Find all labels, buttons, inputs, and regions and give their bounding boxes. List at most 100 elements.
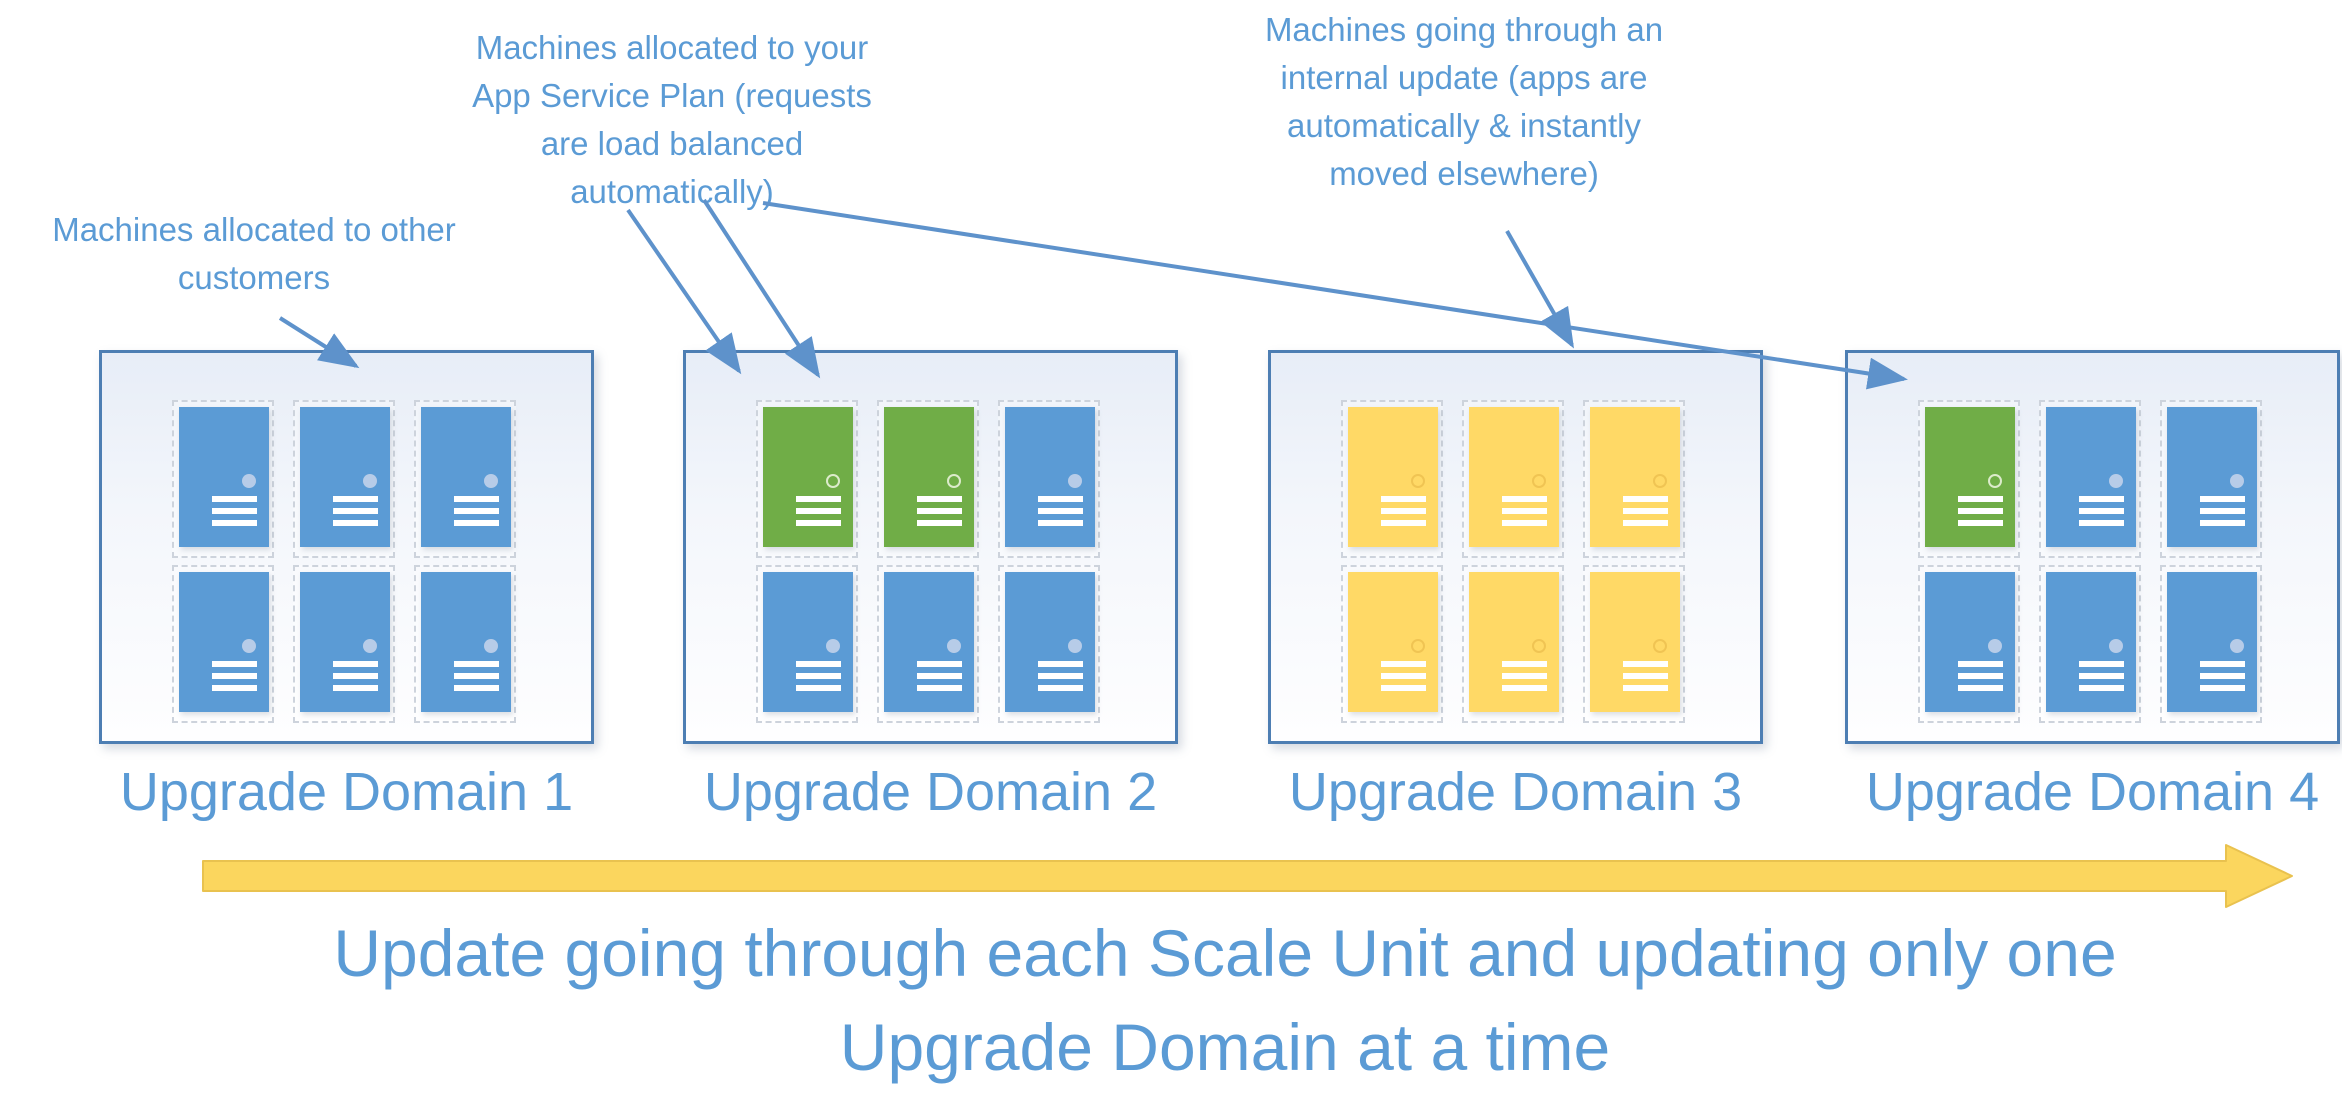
upgrade-domain-3-box <box>1268 350 1763 744</box>
server-icon-blue <box>300 572 390 712</box>
led-indicator-icon <box>1532 474 1546 488</box>
server-icon-green <box>884 407 974 547</box>
vent-lines-icon <box>1038 496 1083 532</box>
led-indicator-icon <box>484 474 498 488</box>
machine-slot <box>293 400 395 558</box>
server-icon-blue <box>2167 572 2257 712</box>
caption: Update going through each Scale Unit and… <box>225 906 2225 1094</box>
server-icon-green <box>1925 407 2015 547</box>
server-icon-blue <box>2167 407 2257 547</box>
led-indicator-icon <box>1411 474 1425 488</box>
machine-slot <box>877 400 979 558</box>
callout-line: Machines allocated to other <box>52 211 456 248</box>
update-flow-arrow <box>202 844 2293 908</box>
server-icon-blue <box>179 572 269 712</box>
led-indicator-icon <box>2109 639 2123 653</box>
machine-slot <box>998 400 1100 558</box>
machine-slot <box>2160 400 2262 558</box>
machine-slot <box>1583 565 1685 723</box>
callout-other-customers: Machines allocated to other customers <box>29 206 479 302</box>
vent-lines-icon <box>1502 661 1547 697</box>
callout-arrow-internal-update <box>1505 230 1574 349</box>
vent-lines-icon <box>917 661 962 697</box>
vent-lines-icon <box>796 661 841 697</box>
server-icon-yellow <box>1469 407 1559 547</box>
vent-lines-icon <box>1381 496 1426 532</box>
machine-slot <box>172 565 274 723</box>
upgrade-domain-4-box <box>1845 350 2340 744</box>
server-icon-green <box>763 407 853 547</box>
server-icon-blue <box>884 572 974 712</box>
machine-slot <box>2039 400 2141 558</box>
vent-lines-icon <box>2200 496 2245 532</box>
vent-lines-icon <box>1038 661 1083 697</box>
callout-arrow-asp-machine-2 <box>702 198 821 379</box>
led-indicator-icon <box>1988 639 2002 653</box>
callout-line: customers <box>177 259 331 296</box>
upgrade-domain-1-label: Upgrade Domain 1 <box>119 762 574 822</box>
machine-slot <box>293 565 395 723</box>
caption-line: Update going through each Scale Unit and… <box>333 916 2117 990</box>
vent-lines-icon <box>212 496 257 532</box>
machine-slot <box>1583 400 1685 558</box>
led-indicator-icon <box>363 639 377 653</box>
server-icon-yellow <box>1348 572 1438 712</box>
vent-lines-icon <box>2079 661 2124 697</box>
callout-line: automatically & instantly <box>1287 107 1641 144</box>
machine-slot <box>1462 400 1564 558</box>
vent-lines-icon <box>454 661 499 697</box>
machine-slot <box>414 565 516 723</box>
upgrade-domain-2-label: Upgrade Domain 2 <box>703 762 1158 822</box>
vent-lines-icon <box>1623 661 1668 697</box>
vent-lines-icon <box>2079 496 2124 532</box>
callout-line: Machines going through an <box>1264 11 1664 48</box>
server-icon-blue <box>2046 407 2136 547</box>
vent-lines-icon <box>454 496 499 532</box>
machine-slot <box>1918 565 2020 723</box>
machine-slot <box>998 565 1100 723</box>
callout-line: moved elsewhere) <box>1329 155 1599 192</box>
upgrade-domain-3-label: Upgrade Domain 3 <box>1288 762 1743 822</box>
upgrade-domain-2-box <box>683 350 1178 744</box>
callout-line: internal update (apps are <box>1280 59 1648 96</box>
callout-internal-update: Machines going through an internal updat… <box>1214 6 1714 198</box>
led-indicator-icon <box>826 474 840 488</box>
machine-slot <box>1918 400 2020 558</box>
led-indicator-icon <box>363 474 377 488</box>
vent-lines-icon <box>917 496 962 532</box>
machine-slot <box>172 400 274 558</box>
callout-app-service-plan: Machines allocated to your App Service P… <box>422 24 922 216</box>
vent-lines-icon <box>1958 661 2003 697</box>
server-icon-yellow <box>1590 407 1680 547</box>
server-icon-blue <box>1005 572 1095 712</box>
machine-slot <box>756 400 858 558</box>
led-indicator-icon <box>947 639 961 653</box>
led-indicator-icon <box>1532 639 1546 653</box>
led-indicator-icon <box>2109 474 2123 488</box>
server-icon-blue <box>179 407 269 547</box>
machine-slot <box>877 565 979 723</box>
vent-lines-icon <box>333 496 378 532</box>
vent-lines-icon <box>1381 661 1426 697</box>
callout-line: automatically) <box>570 173 774 210</box>
led-indicator-icon <box>242 474 256 488</box>
vent-lines-icon <box>333 661 378 697</box>
server-icon-blue <box>763 572 853 712</box>
vent-lines-icon <box>1958 496 2003 532</box>
machine-slot <box>1341 400 1443 558</box>
led-indicator-icon <box>947 474 961 488</box>
led-indicator-icon <box>1068 639 1082 653</box>
vent-lines-icon <box>2200 661 2245 697</box>
led-indicator-icon <box>2230 474 2244 488</box>
server-icon-blue <box>1925 572 2015 712</box>
led-indicator-icon <box>2230 639 2244 653</box>
server-icon-blue <box>421 407 511 547</box>
led-indicator-icon <box>1653 474 1667 488</box>
machine-slot <box>1462 565 1564 723</box>
callout-line: App Service Plan (requests <box>472 77 872 114</box>
server-icon-yellow <box>1590 572 1680 712</box>
machine-slot <box>756 565 858 723</box>
led-indicator-icon <box>826 639 840 653</box>
server-icon-yellow <box>1469 572 1559 712</box>
